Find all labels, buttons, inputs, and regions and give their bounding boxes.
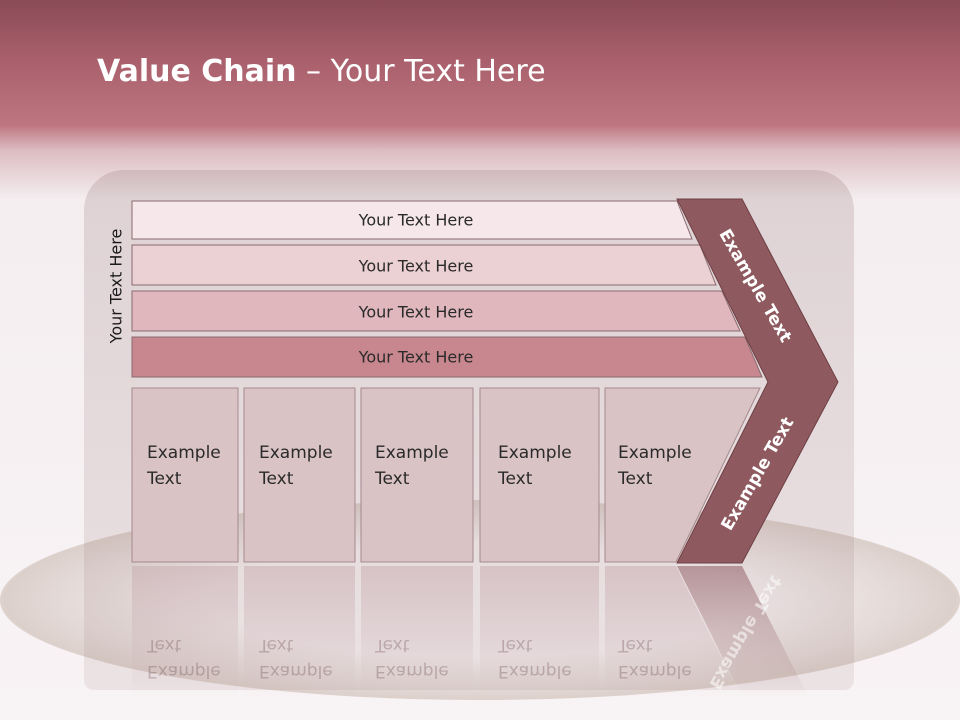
title-bold: Value Chain: [97, 54, 297, 89]
reflection-box-1-line1: Example: [147, 661, 221, 681]
reflection-box-4: [480, 566, 599, 696]
support-bar-3[interactable]: [131, 290, 741, 332]
reflection-box-2: [244, 566, 355, 696]
primary-box-3-line2: Text: [375, 469, 410, 489]
title-rest: – Your Text Here: [296, 54, 546, 89]
primary-box-1[interactable]: [131, 387, 239, 563]
reflection-box-1: [132, 566, 238, 696]
primary-box-5[interactable]: [604, 387, 761, 563]
primary-box-2-line2: Text: [259, 469, 294, 489]
support-bar-1[interactable]: [131, 200, 693, 240]
primary-box-2-line1: Example: [259, 443, 333, 463]
primary-box-5-line1: Example: [618, 443, 692, 463]
reflection-box-4-line1: Example: [498, 661, 572, 681]
reflection-box-3-label: Example Text: [375, 632, 470, 684]
support-bar-2-label: Your Text Here: [358, 256, 474, 276]
primary-box-5-line2: Text: [618, 469, 653, 489]
reflection-box-5-line1: Example: [618, 661, 692, 681]
primary-box-1-line2: Text: [147, 469, 182, 489]
reflection-box-5: [605, 566, 740, 696]
reflection-box-4-label: Example Text: [498, 632, 593, 684]
support-bar-1-label: Your Text Here: [358, 210, 474, 230]
reflection-box-2-label: Example Text: [259, 632, 354, 684]
margin-chevron[interactable]: [676, 198, 839, 564]
reflection-box-1-label: Example Text: [147, 632, 242, 684]
primary-box-4[interactable]: [479, 387, 600, 563]
reflection-box-3-line2: Text: [375, 635, 410, 655]
primary-box-4-line2: Text: [498, 469, 533, 489]
reflection-box-1-line2: Text: [147, 635, 182, 655]
reflection-box-5-line2: Text: [618, 635, 653, 655]
support-bar-4[interactable]: [131, 336, 763, 378]
support-bar-2[interactable]: [131, 244, 717, 286]
slide-title: Value Chain – Your Text Here: [97, 54, 546, 89]
primary-box-2[interactable]: [243, 387, 356, 563]
reflection-box-3-line1: Example: [375, 661, 449, 681]
reflection-chevron: [677, 566, 808, 696]
reflection-box-2-line1: Example: [259, 661, 333, 681]
reflection-box-3: [361, 566, 473, 696]
support-bar-4-label: Your Text Here: [358, 347, 474, 367]
reflection-box-5-label: Example Text: [618, 632, 713, 684]
primary-box-4-line1: Example: [498, 443, 572, 463]
primary-box-3[interactable]: [360, 387, 474, 563]
reflection-box-2-line2: Text: [259, 635, 294, 655]
support-bar-3-label: Your Text Here: [358, 302, 474, 322]
primary-box-1-line1: Example: [147, 443, 221, 463]
reflection-box-4-line2: Text: [498, 635, 533, 655]
primary-box-3-line1: Example: [375, 443, 449, 463]
